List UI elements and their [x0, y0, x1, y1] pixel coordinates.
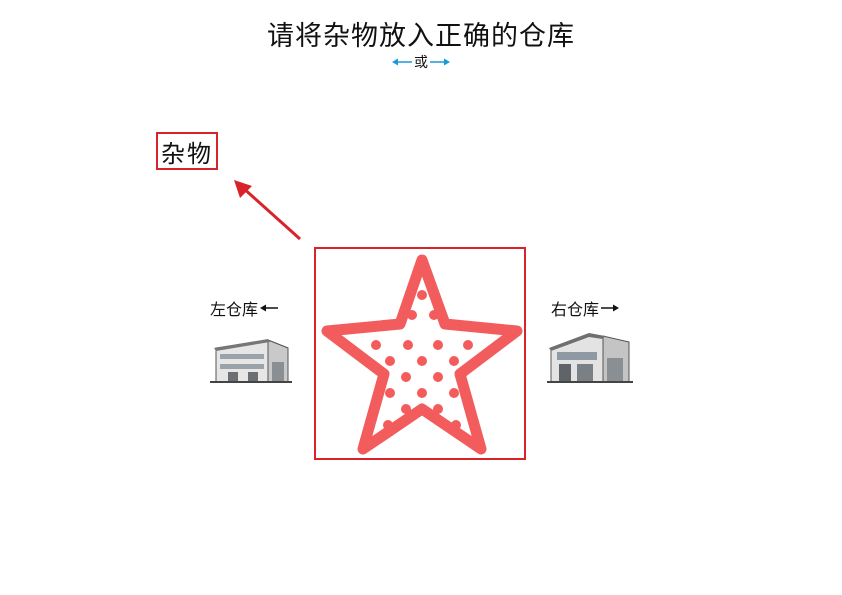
- item-label-box: 杂物: [156, 132, 218, 170]
- right-warehouse-label: 右仓库: [551, 296, 620, 320]
- page-title: 请将杂物放入正确的仓库: [267, 21, 575, 52]
- item-card[interactable]: [314, 247, 526, 460]
- left-warehouse-icon[interactable]: [208, 334, 294, 384]
- pointer-arrow-icon: [234, 180, 302, 241]
- left-arrow-icon: [260, 304, 279, 312]
- right-arrow-icon: [430, 58, 450, 66]
- left-arrow-icon: [392, 58, 412, 66]
- item-label: 杂物: [161, 139, 213, 168]
- right-warehouse-icon[interactable]: [545, 328, 635, 384]
- or-hint: 或: [391, 52, 451, 72]
- star-item-icon: [321, 254, 523, 455]
- or-label: 或: [414, 55, 428, 71]
- left-warehouse-text: 左仓库: [210, 300, 259, 319]
- left-warehouse-label: 左仓库: [210, 296, 279, 320]
- right-arrow-icon: [601, 304, 620, 312]
- right-warehouse-text: 右仓库: [551, 300, 600, 319]
